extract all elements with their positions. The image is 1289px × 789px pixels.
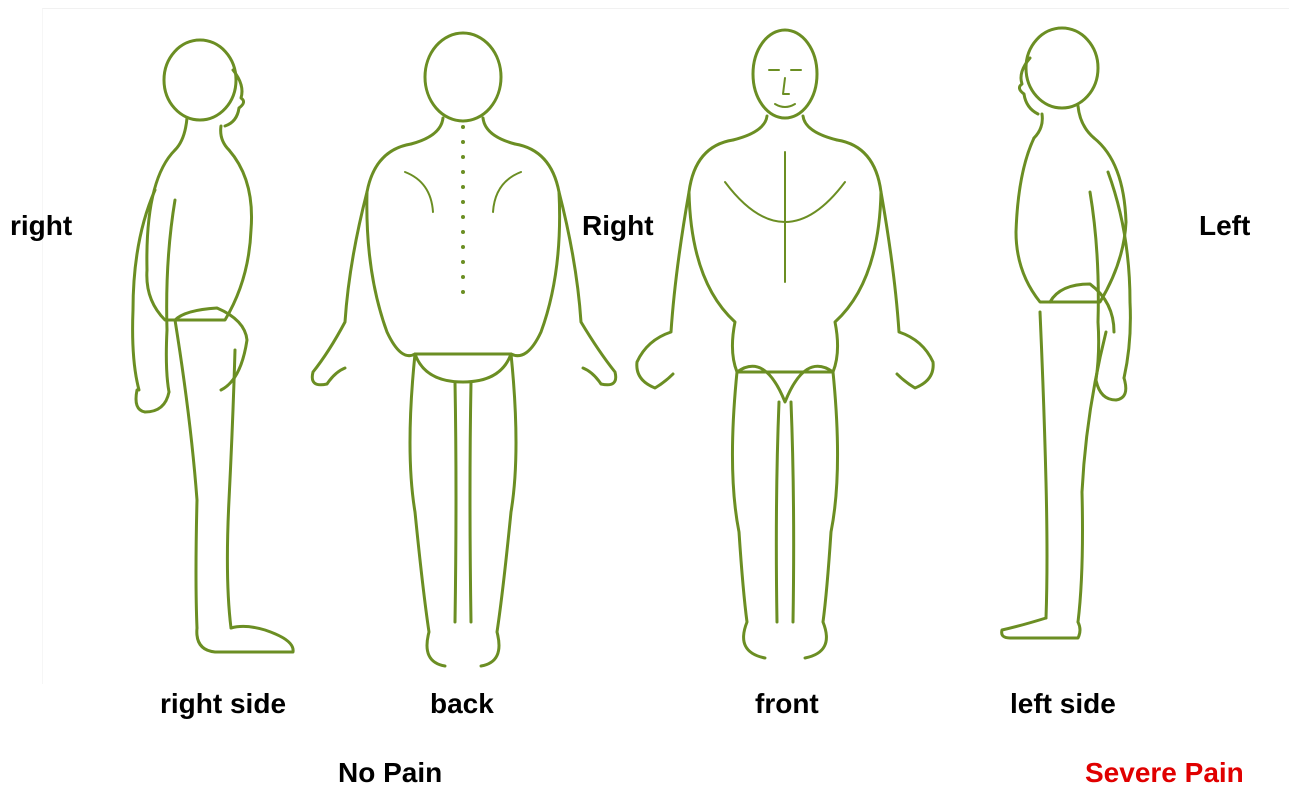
buttocks — [415, 354, 511, 382]
inner-legs — [776, 402, 793, 622]
head — [425, 33, 501, 121]
right-leg — [805, 372, 838, 658]
head — [753, 30, 817, 118]
neck — [175, 118, 229, 150]
back-figure[interactable] — [305, 32, 625, 672]
orientation-label-right: right — [10, 212, 72, 240]
scapula-right — [493, 172, 521, 212]
chest — [725, 152, 845, 282]
hand — [136, 390, 169, 412]
foot — [197, 626, 293, 652]
front-figure[interactable] — [625, 22, 955, 672]
view-label-right-side: right side — [160, 690, 286, 718]
view-label-back: back — [430, 690, 494, 718]
right-leg — [481, 354, 516, 666]
left-arm — [312, 192, 367, 385]
scale-max-label: Severe Pain — [1085, 759, 1244, 787]
right-side-figure[interactable] — [125, 40, 305, 660]
orientation-label-right-center: Right — [582, 212, 654, 240]
left-side-figure[interactable] — [990, 22, 1160, 662]
neck — [733, 116, 837, 140]
back-leg — [175, 320, 197, 628]
left-leg — [732, 372, 765, 658]
front-leg — [227, 350, 235, 628]
torso — [1016, 138, 1126, 302]
view-label-left-side: left side — [1010, 690, 1116, 718]
view-label-front: front — [755, 690, 819, 718]
left-leg — [410, 354, 445, 666]
scapula-left — [405, 172, 433, 212]
torso — [147, 150, 252, 320]
shoulders-torso — [367, 144, 560, 356]
inner-legs — [455, 382, 471, 622]
foot — [1002, 618, 1080, 638]
right-arm — [881, 192, 933, 388]
head — [164, 40, 236, 120]
orientation-label-left: Left — [1199, 212, 1250, 240]
back-leg — [1078, 332, 1106, 622]
head — [1026, 28, 1098, 108]
face — [769, 70, 801, 107]
scale-min-label: No Pain — [338, 759, 442, 787]
hand — [1096, 378, 1126, 400]
neck — [1034, 106, 1094, 138]
front-leg — [1040, 312, 1047, 618]
face-profile — [225, 70, 244, 126]
arm — [133, 190, 175, 392]
